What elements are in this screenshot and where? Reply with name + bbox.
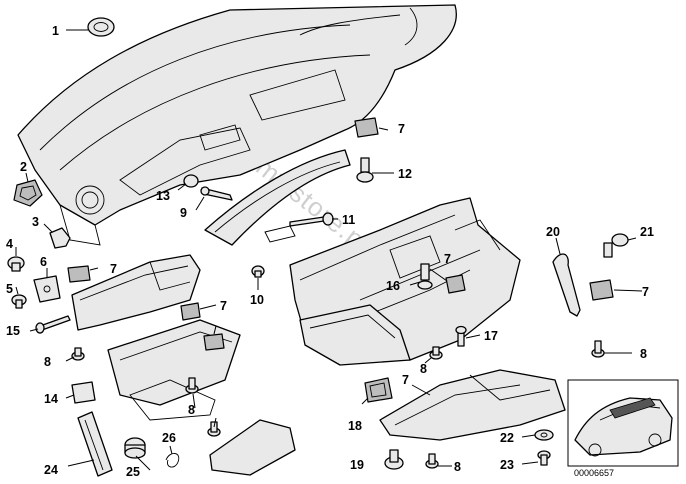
part-18-cover [364,377,393,403]
part-2-cap [13,179,43,207]
part-8-screw-b [185,377,199,394]
part-17-screw [455,325,467,347]
callout-8-d: 8 [454,460,461,474]
callout-19: 19 [350,458,364,472]
part-6-bracket [33,275,61,303]
part-13-nut [183,174,199,188]
floor-tray [379,369,566,441]
part-8-screw-c [207,421,221,437]
part-7-nut-e [445,274,466,294]
part-11-screw [289,212,334,227]
callout-10: 10 [250,293,264,307]
callout-7-b: 7 [220,299,227,313]
dashboard-panel [17,4,457,246]
callout-1: 1 [52,24,59,38]
part-24-trim [77,411,113,477]
callout-22: 22 [500,431,514,445]
console-side-panel [299,304,411,366]
callout-18: 18 [348,419,362,433]
part-8-screw-e [425,453,439,469]
callout-20: 20 [546,225,560,239]
callout-7-e: 7 [402,373,409,387]
part-21-bolt [603,233,629,258]
callout-23: 23 [500,458,514,472]
callout-11: 11 [342,213,355,227]
callout-7-f: 7 [642,285,649,299]
callout-24: 24 [44,463,58,477]
leader-lines [15,29,643,471]
part-7-nut-d [354,117,379,138]
callout-9: 9 [180,206,187,220]
callout-8-e: 8 [640,347,647,361]
callout-17: 17 [484,329,498,343]
part-1-grommet [87,17,115,37]
part-25-knob [124,437,146,459]
part-7-nut-b [180,302,201,321]
part-3-clip [49,227,71,249]
callout-4: 4 [6,237,13,251]
left-trim-panel [71,254,201,331]
callout-25: 25 [126,465,140,479]
callout-7-d: 7 [444,252,451,266]
part-7-nut-a [67,265,91,283]
callout-8-c: 8 [420,362,427,376]
callout-13: 13 [156,189,170,203]
callout-7-a: 7 [110,262,117,276]
part-12-screw [356,157,374,183]
part-16-screw [417,263,433,290]
callout-21: 21 [640,225,654,239]
callout-14: 14 [44,392,58,406]
callout-8-a: 8 [44,355,51,369]
callout-6: 6 [40,255,47,269]
callout-7-c: 7 [398,122,405,136]
part-22-washer [534,429,554,441]
document-id: 00006657 [574,468,614,478]
glovebox-frame [204,149,351,246]
part-8-screw-d [429,346,443,360]
callout-16: 16 [386,279,400,293]
part-9-rod [200,186,233,201]
callout-3: 3 [32,215,39,229]
part-7-nut-c [203,333,225,351]
part-19-clip [384,449,404,470]
part-8-screw-f [591,340,605,358]
callout-5: 5 [6,282,13,296]
callout-15: 15 [6,324,20,338]
part-26-spring [165,453,180,468]
part-14-clip [71,381,96,404]
part-10-screw [251,265,265,278]
part-20-strap [552,253,581,317]
callout-2: 2 [20,160,27,174]
part-15-screw [35,315,71,334]
bottom-cover [209,419,296,476]
callout-labels: 1 2 3 4 5 6 7 7 7 7 7 7 8 8 8 8 8 9 10 1… [6,24,654,479]
part-23-screw [537,450,551,466]
car-inset: 00006657 [567,379,679,478]
callout-8-b: 8 [188,403,195,417]
callout-26: 26 [162,431,176,445]
callout-12: 12 [398,167,412,181]
part-4-screw [7,256,25,272]
part-8-screw-a [71,347,85,361]
part-7-nut-f [589,279,614,301]
part-5-screw [11,294,27,309]
